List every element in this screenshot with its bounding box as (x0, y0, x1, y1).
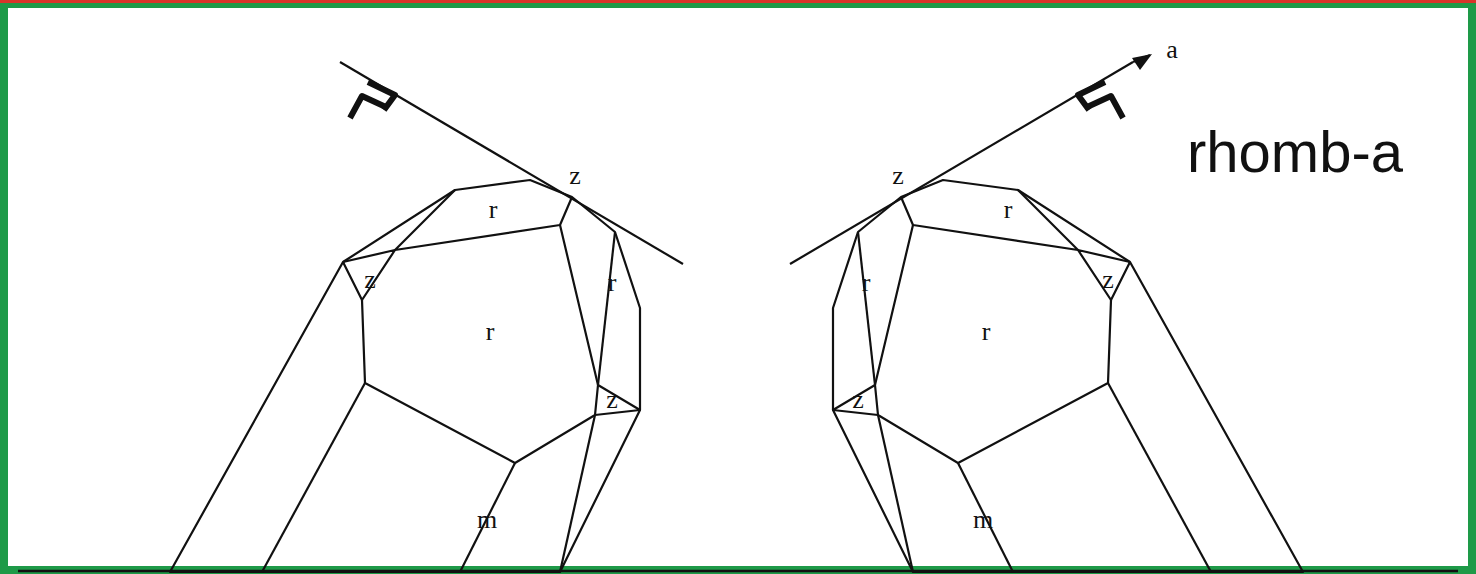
face-label: r (489, 197, 498, 223)
face-label: z (852, 387, 864, 413)
face-label: z (892, 163, 904, 189)
face-label: z (364, 267, 376, 293)
face-label: r (1004, 197, 1013, 223)
title-label: rhomb-a (1187, 123, 1403, 181)
face-label: m (477, 507, 497, 533)
frame (4, 4, 1472, 570)
face-label: z (606, 387, 618, 413)
face-label: z (1102, 267, 1114, 293)
axis-label: a (1166, 37, 1178, 63)
face-label: m (973, 507, 993, 533)
face-label: r (982, 319, 991, 345)
left-crystal (170, 62, 683, 572)
face-label: r (608, 270, 617, 296)
top-rule (0, 0, 1476, 3)
face-label: r (486, 319, 495, 345)
face-label: r (862, 270, 871, 296)
axis-arrowhead (1132, 54, 1152, 70)
axis-tip (1133, 55, 1150, 62)
face-label: z (569, 163, 581, 189)
